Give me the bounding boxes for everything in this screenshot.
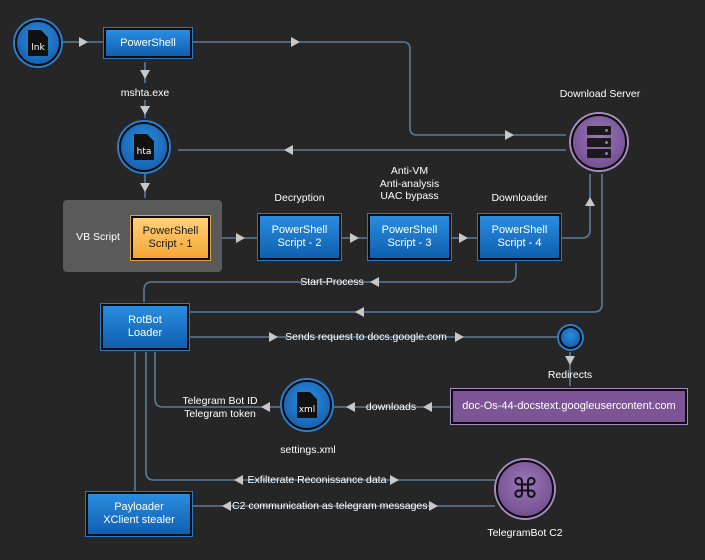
script-1-line2: Script - 1 [148,238,193,250]
arrow-right [505,130,514,140]
caption-uac-bypass: UAC bypass [380,190,439,202]
downloader-label: Downloader [491,192,548,204]
arrow-right [350,233,359,243]
arrow-right [79,37,88,47]
settings-xml-label: settings.xml [280,444,336,456]
decryption-label: Decryption [274,192,325,204]
payloader-box: Payloader XClient stealer [86,492,192,536]
download-server-node [571,114,627,170]
start-process-label: Start-Process [300,276,364,288]
script-4-line2: Script - 4 [497,237,542,249]
arrow-up [585,197,595,206]
telegram-c2-label: TelegramBot C2 [487,527,563,539]
edge-exfiltrate [145,352,495,481]
exfiltrate-label: Exfilterate Reconissance data [247,474,387,486]
rotbot-line1: RotBot [128,314,162,326]
arrow-down [140,70,150,79]
arrow-left [346,402,355,412]
script-2-line2: Script - 2 [277,237,322,249]
arrow-right [459,233,468,243]
edge-powershell-server [192,41,566,136]
rotbot-line2: Loader [127,327,163,339]
google-content-box: doc-Os-44-docstext.googleusercontent.com [451,389,687,424]
file-icon: xml [297,392,317,418]
hta-file-node: hta [119,122,169,172]
arrow-down [565,356,575,365]
arrow-down [140,183,150,192]
rotbot-loader-box: RotBot Loader [101,304,189,350]
arrow-left [423,402,432,412]
file-icon: hta [134,134,154,160]
script-3-line2: Script - 3 [387,237,432,249]
telegram-c2-node: ⌘ [496,460,554,518]
downloads-label: downloads [365,401,417,413]
script-3-line1: PowerShell [381,224,438,236]
powershell-script-2: PowerShell Script - 2 [258,214,341,260]
caption-anti-vm: Anti-VM [390,165,429,177]
edge-server-rotbot [189,174,603,313]
file-extension: hta [136,147,152,157]
powershell-initial-label: PowerShell [120,36,176,49]
arrow-right [390,475,399,485]
arrow-left [284,145,293,155]
vb-script-label: VB Script [76,231,120,243]
arrow-down [140,106,150,115]
server-icon [587,126,611,158]
c2-communication-label: C2 communication as telegram messages [232,500,428,512]
arrow-left [370,277,379,287]
command-icon: ⌘ [511,472,539,505]
redirect-node [559,326,582,349]
settings-xml-node: xml [282,380,332,430]
arrow-left [261,402,270,412]
caption-anti-analysis: Anti-analysis [379,177,440,190]
powershell-initial-box: PowerShell [104,28,192,58]
arrow-right [269,332,278,342]
edge-script4-server [561,174,591,239]
arrow-right [455,332,464,342]
telegram-token: Telegram token [184,408,256,420]
redirects-label: Redirects [547,369,593,381]
arrow-left [222,501,231,511]
payloader-line2: XClient stealer [103,514,175,526]
powershell-script-1: PowerShell Script - 1 [131,216,210,260]
edge-settings-rotbot [154,352,280,408]
telegram-bot-id: Telegram Bot ID [182,395,258,407]
arrow-right [291,37,300,47]
mshta-label: mshta.exe [120,87,170,99]
powershell-script-4: PowerShell Script - 4 [478,214,561,260]
arrow-right [429,501,438,511]
edge-script4-rotbot [143,263,517,302]
powershell-script-3: PowerShell Script - 3 [368,214,451,260]
telegram-credentials-label: Telegram Bot ID Telegram token [178,395,262,421]
lnk-file-node: lnk [15,20,61,66]
anti-analysis-caption: Anti-VM Anti-analysis UAC bypass [363,165,456,203]
script-4-line1: PowerShell [491,224,548,236]
script-1-line1: PowerShell [142,225,199,237]
arrow-left [355,307,364,317]
file-extension: lnk [31,43,45,53]
download-server-label: Download Server [559,88,641,100]
payloader-line1: Payloader [114,501,164,513]
google-content-label: doc-Os-44-docstext.googleusercontent.com [462,400,676,412]
file-extension: xml [298,405,316,415]
arrow-right [236,233,245,243]
script-2-line1: PowerShell [271,224,328,236]
arrow-left [234,475,243,485]
file-icon: lnk [28,30,48,56]
sends-request-label: Sends request to docs.google.com [285,331,447,343]
